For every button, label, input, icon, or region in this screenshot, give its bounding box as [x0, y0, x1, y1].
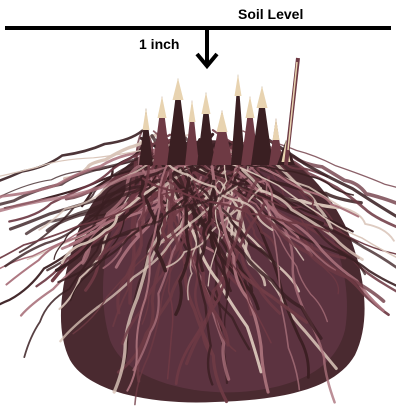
shoot-tip	[257, 86, 268, 108]
shoot-tip	[235, 74, 242, 96]
shoot-tip	[143, 108, 150, 130]
shoot-tip	[217, 110, 228, 132]
shoot-tip	[158, 96, 167, 118]
down-arrow-icon	[197, 30, 217, 66]
shoot-tip	[189, 100, 196, 122]
shoot-tip	[173, 78, 184, 100]
shoot-tip	[202, 92, 211, 114]
root-clump-illustration	[0, 58, 396, 405]
shoot-tip	[246, 96, 255, 118]
shoot-tip	[273, 118, 280, 140]
stem-highlight	[288, 62, 297, 150]
